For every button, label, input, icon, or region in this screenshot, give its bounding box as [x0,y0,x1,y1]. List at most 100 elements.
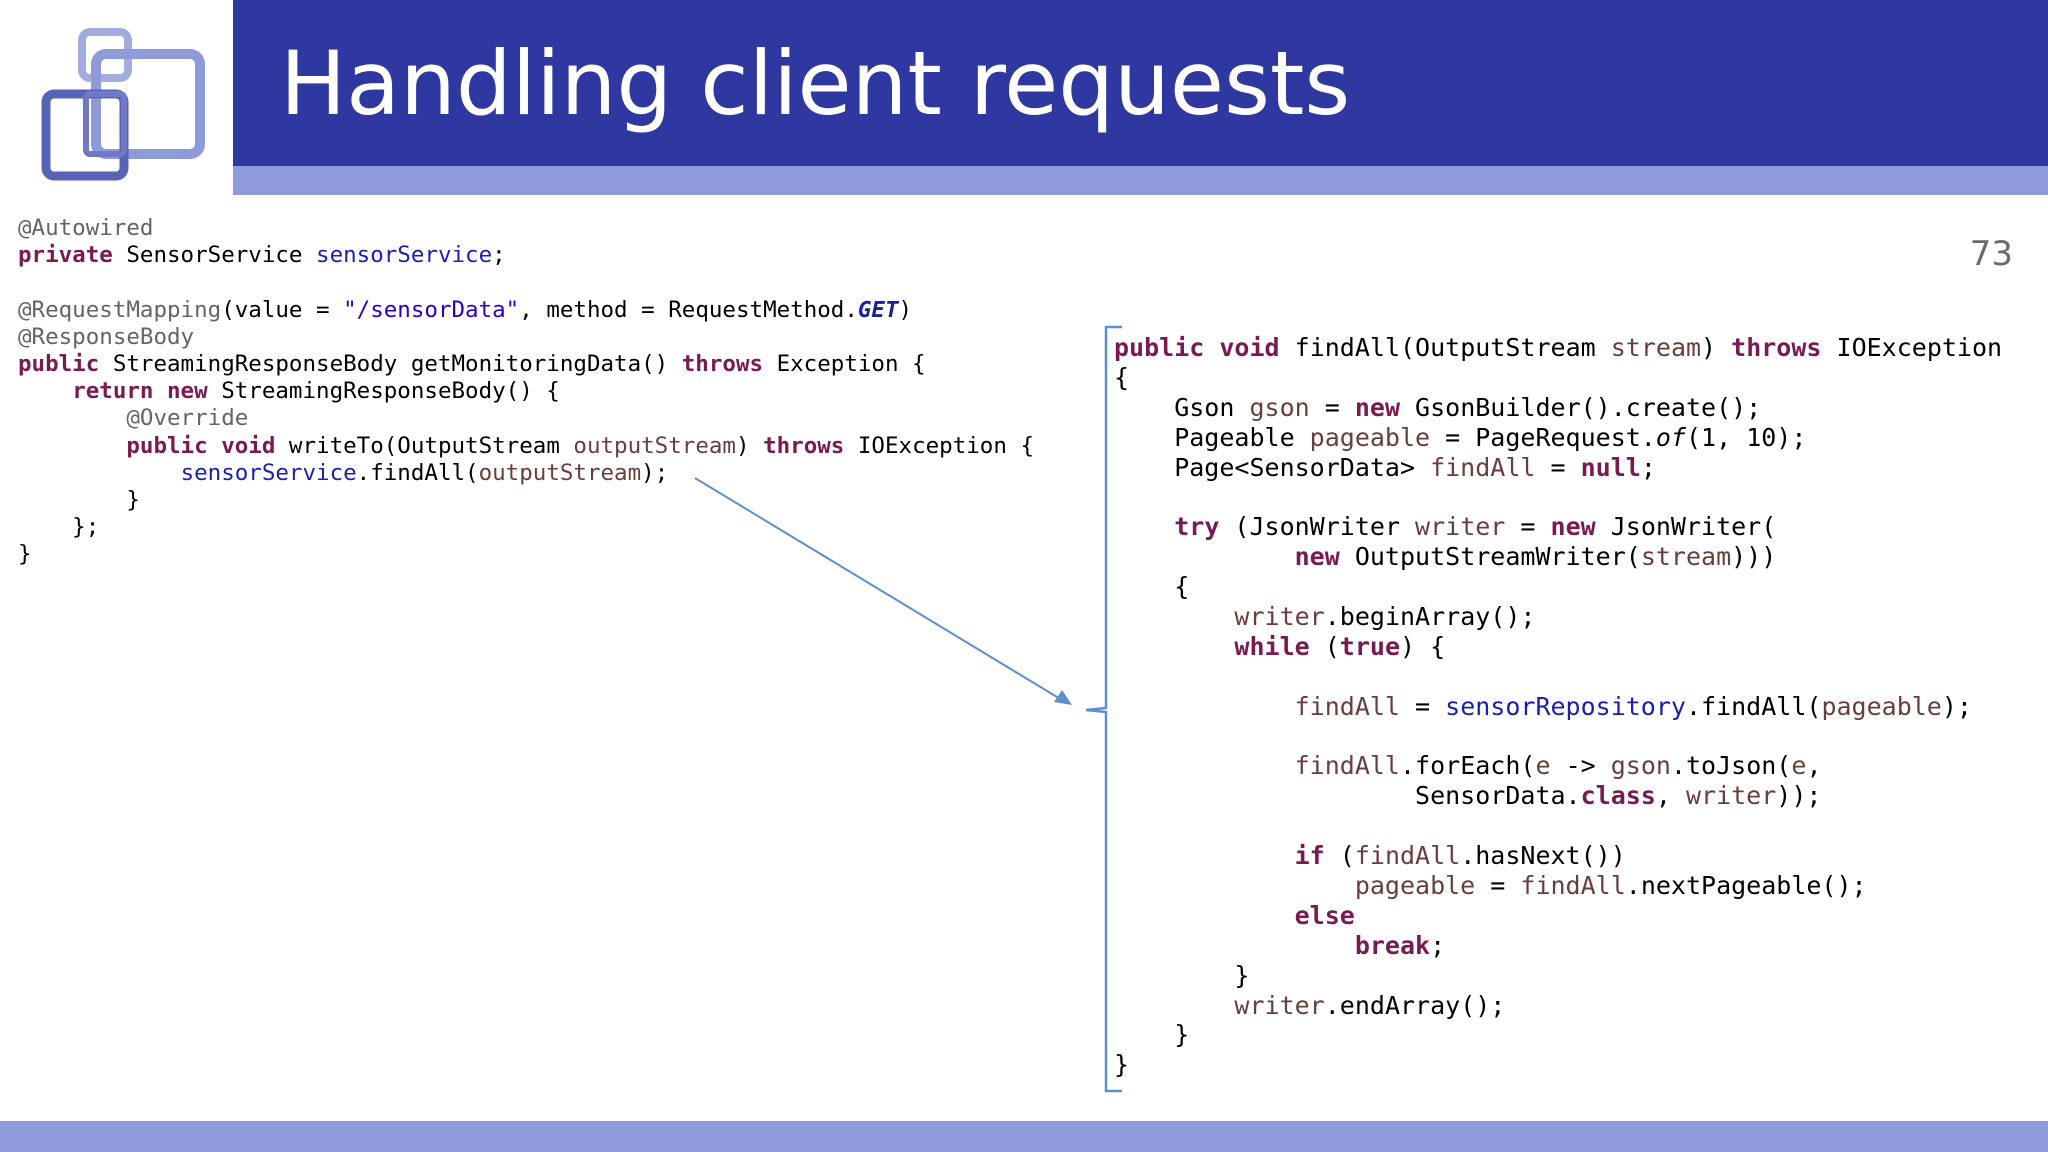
code-line: new OutputStreamWriter(stream))) [1114,542,2002,572]
code-line: @Override [18,405,1034,432]
code-token: writeTo(OutputStream [275,432,574,459]
code-token: writer [1685,781,1777,811]
code-token: outputStream [478,459,642,486]
code-token: (value = [221,296,344,323]
code-line: else [1114,901,2002,931]
code-token: ) { [1400,631,1446,661]
code-token: gson [1610,751,1671,781]
code-token: ) [898,296,913,323]
code-token: OutputStreamWriter( [1339,542,1641,572]
code-token: Page<SensorData> [1114,452,1431,482]
code-line: public void writeTo(OutputStream outputS… [18,433,1034,460]
code-token: new [1354,392,1400,422]
code-token: ; [1430,930,1446,960]
code-token: .endArray(); [1324,990,1506,1020]
code-token: } [1114,960,1250,990]
code-token: IOException [1821,333,2003,362]
code-token: void [1219,333,1280,362]
code-token: } [18,486,140,513]
code-token: public [18,350,100,377]
code-token: sensorService [316,242,493,269]
code-token: } [1114,1050,1130,1080]
code-token: }; [18,514,100,541]
code-token: .findAll( [356,459,479,486]
code-token: private [18,242,113,269]
code-line: while (true) { [1114,632,2002,662]
code-token: findAll [1354,841,1461,871]
code-token: throws [681,350,764,377]
code-token: } [18,541,32,568]
code-token: throws [763,432,845,459]
slide-title: Handling client requests [280,32,1351,135]
code-token: findAll(OutputStream [1279,333,1611,362]
code-line: sensorService.findAll(outputStream); [18,460,1034,487]
code-token: = PageRequest. [1430,422,1656,452]
code-token: true [1339,631,1401,661]
code-token: new [1294,542,1340,572]
code-line: break; [1114,931,2002,961]
code-token: GsonBuilder().create(); [1400,392,1762,422]
code-line: findAll.forEach(e -> gson.toJson(e, [1114,751,2002,781]
logo [0,0,232,195]
code-token: if [1294,841,1325,871]
code-token: @Autowired [18,215,154,241]
code-token: JsonWriter( [1595,512,1777,542]
code-line: } [18,541,1034,568]
code-token: null [1580,452,1641,482]
code-token: public [1114,333,1205,362]
code-token: .nextPageable(); [1625,871,1867,901]
code-token: while [1234,631,1310,661]
code-snippet-findall-method: public void findAll(OutputStream stream)… [1114,333,2002,1080]
code-token: throws [1731,333,1822,362]
code-line: writer.endArray(); [1114,991,2002,1021]
code-line: return new StreamingResponseBody() { [18,378,1034,405]
code-token: ( [1324,841,1355,871]
code-token: sensorRepository [1445,691,1686,721]
code-line: public StreamingResponseBody getMonitori… [18,351,1034,378]
code-line: pageable = findAll.nextPageable(); [1114,871,2002,901]
code-token: .beginArray(); [1324,602,1536,632]
code-token: writer [1234,602,1325,632]
code-token: gson [1249,392,1310,422]
code-token: Gson [1114,392,1250,422]
code-line: } [1114,1050,2002,1080]
code-line: @ResponseBody [18,324,1034,351]
title-accent-bar [233,166,2048,195]
code-token: return [72,378,154,405]
code-line: if (findAll.hasNext()) [1114,841,2002,871]
code-line: { [1114,572,2002,602]
code-token: stream [1640,542,1732,572]
arrow-head-icon [1054,690,1072,705]
code-token: ; [492,242,506,269]
code-line: Page<SensorData> findAll = null; [1114,453,2002,483]
code-token: .findAll( [1685,691,1822,721]
code-token: else [1294,900,1355,930]
code-token: SensorData. [1114,781,1581,811]
code-token: (JsonWriter [1219,512,1416,542]
code-token: findAll [1520,871,1626,901]
page-number: 73 [1969,234,2013,274]
code-token: StreamingResponseBody getMonitoringData(… [99,350,682,377]
code-token: , [1655,781,1686,811]
code-token: , [1806,751,1822,781]
code-line: @RequestMapping(value = "/sensorData", m… [18,297,1034,324]
code-token: pageable [1354,871,1476,901]
code-token: writer [1234,990,1325,1020]
code-token: .hasNext()) [1460,841,1626,871]
code-line: private SensorService sensorService; [18,242,1034,269]
code-token: new [167,378,208,405]
overlapping-squares-logo-icon [41,28,205,181]
code-token: = [1399,691,1446,721]
call-arrow-line [694,477,1063,701]
code-line: { [1114,363,2002,393]
code-bracket [1085,325,1122,1093]
code-line: }; [18,514,1034,541]
code-token: IOException { [844,432,1034,459]
code-token: findAll [1294,691,1400,721]
code-token: e [1791,751,1807,781]
code-token: @RequestMapping [18,296,222,323]
code-line: } [18,487,1034,514]
code-token: ); [1941,691,1972,721]
code-token: { [1114,572,1190,602]
